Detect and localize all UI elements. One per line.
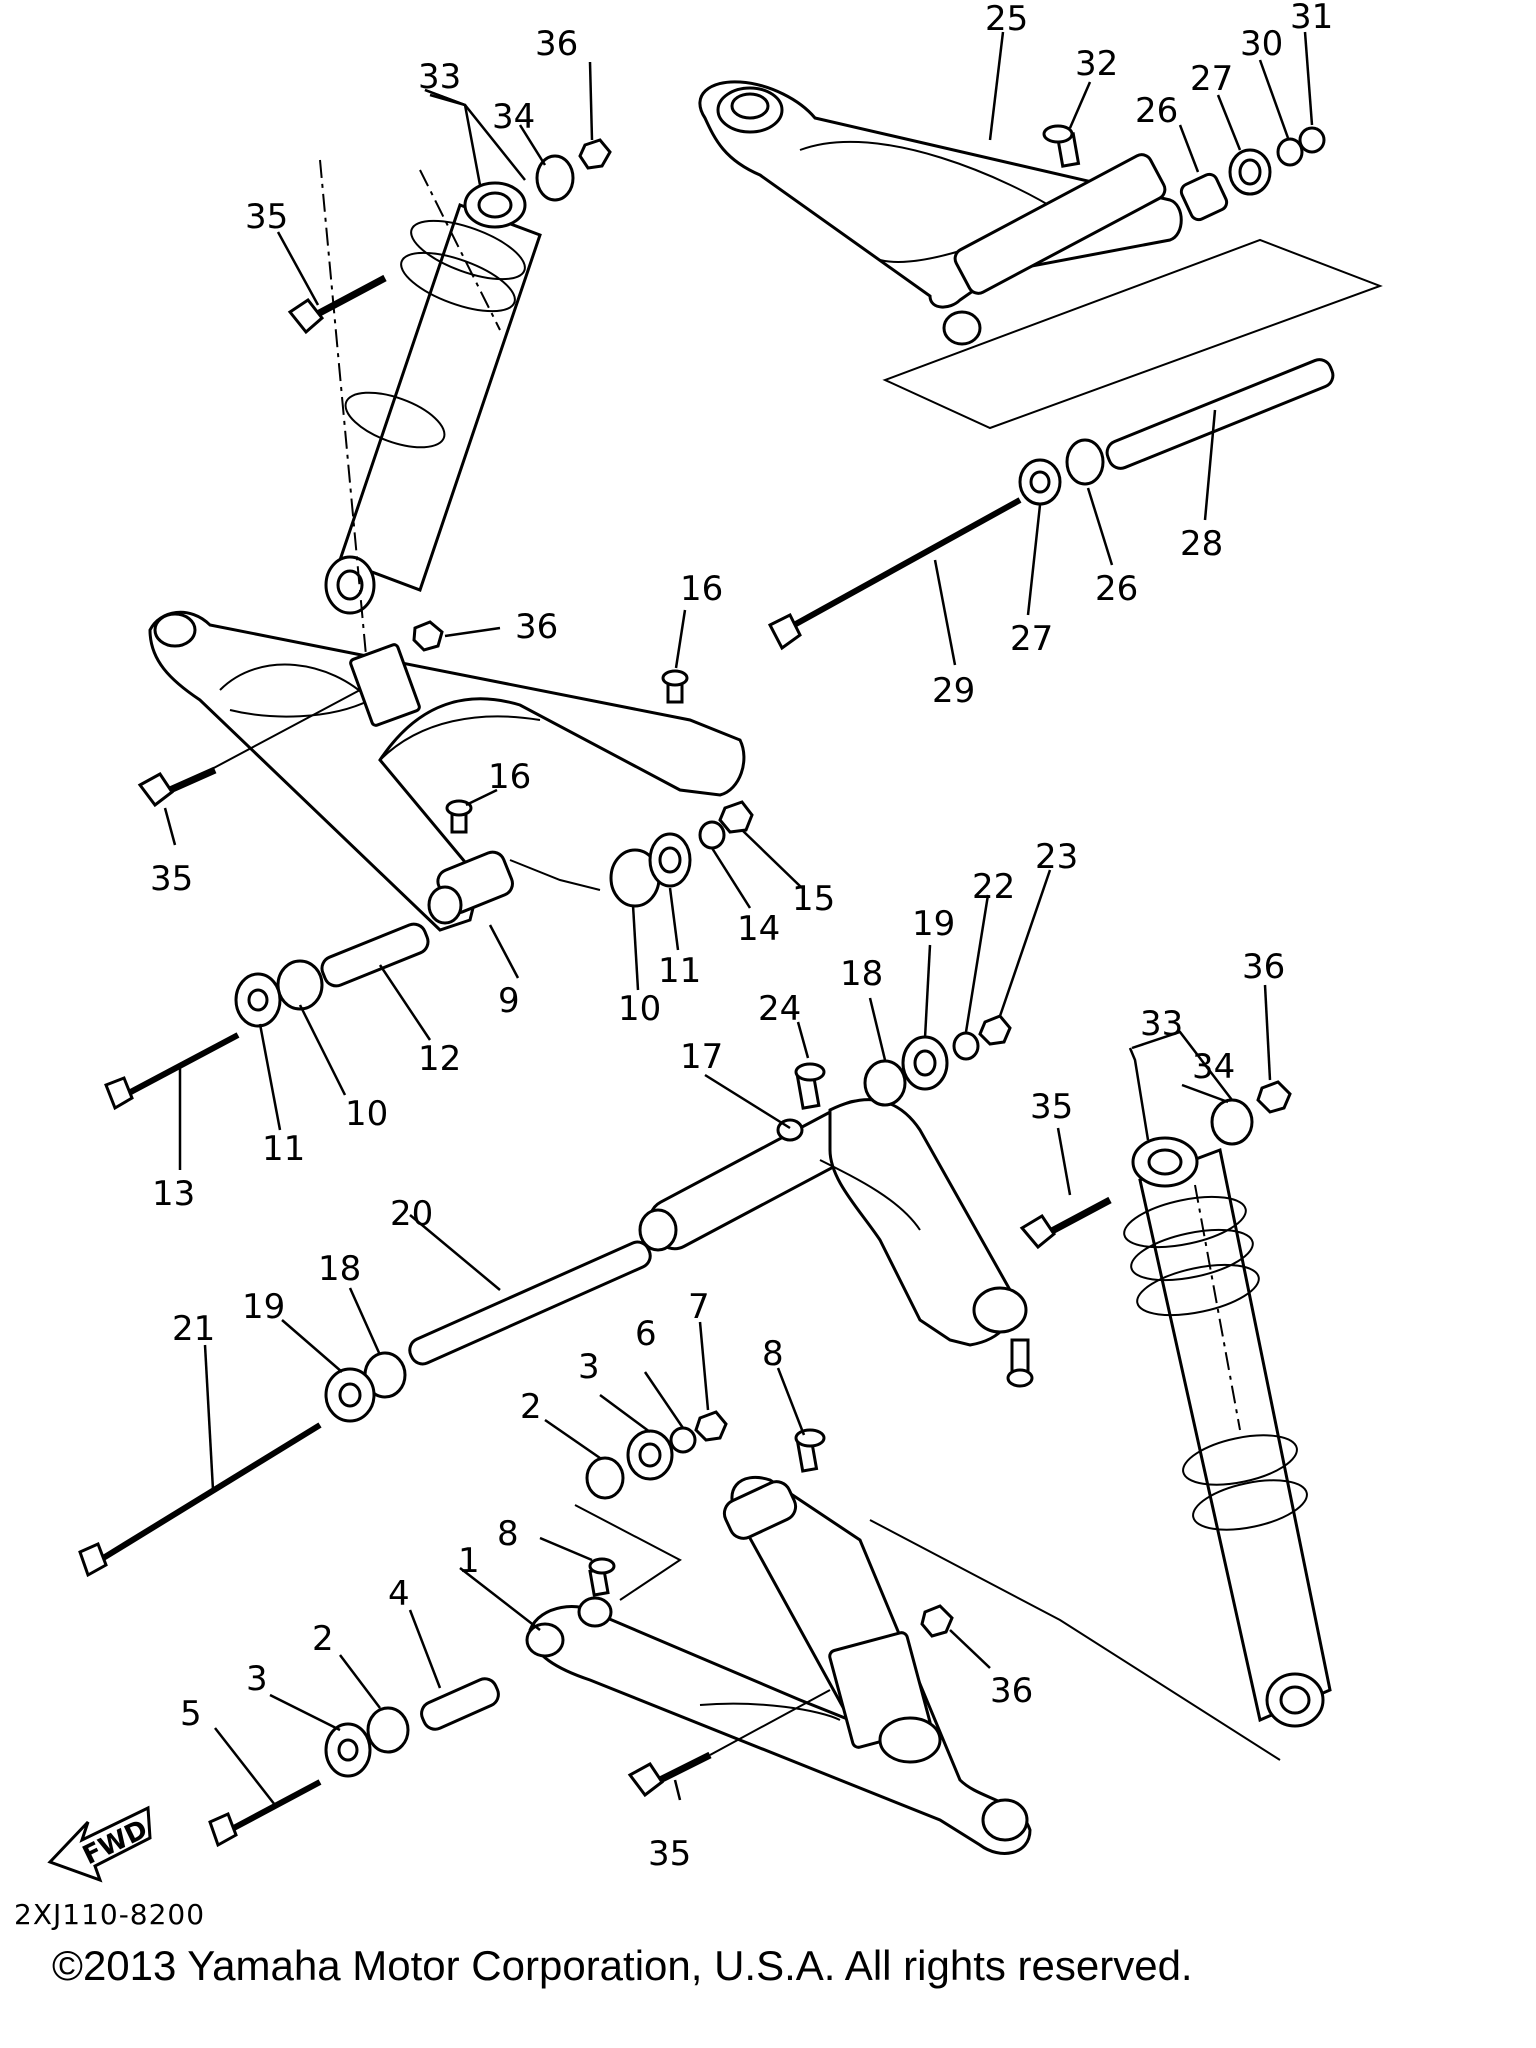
callout-25: 25 xyxy=(985,0,1028,39)
callout-14: 14 xyxy=(737,909,780,949)
callout-4: 4 xyxy=(388,1574,410,1614)
callout-34a: 34 xyxy=(492,97,535,137)
callout-22: 22 xyxy=(972,867,1015,907)
callout-27a: 27 xyxy=(1190,59,1233,99)
callout-35c: 35 xyxy=(1030,1087,1073,1127)
forward-direction-arrow: FWD xyxy=(47,1805,152,1883)
callout-19b: 19 xyxy=(242,1287,285,1327)
upper-a-arm-left xyxy=(137,610,746,932)
callout-10a: 10 xyxy=(618,989,661,1029)
callout-17: 17 xyxy=(680,1037,723,1077)
callout-16a: 16 xyxy=(680,569,723,609)
callout-27b: 27 xyxy=(1010,619,1053,659)
callout-20: 20 xyxy=(390,1194,433,1234)
lower-a-arm-middle xyxy=(78,1014,1034,1578)
callout-6: 6 xyxy=(635,1314,657,1354)
callout-26b: 26 xyxy=(1095,569,1138,609)
upper-arm-right xyxy=(698,80,1383,430)
callout-7: 7 xyxy=(688,1287,710,1327)
callout-1: 1 xyxy=(458,1541,480,1581)
callout-11b: 11 xyxy=(262,1129,305,1169)
callout-36d: 36 xyxy=(990,1671,1033,1711)
upper-arm-left-hardware xyxy=(104,800,754,1111)
lower-a-arm-bottom xyxy=(208,1410,1281,1855)
copyright-notice: ©2013 Yamaha Motor Corporation, U.S.A. A… xyxy=(52,1942,1193,1989)
callout-18a: 18 xyxy=(840,954,883,994)
callout-8b: 8 xyxy=(497,1514,519,1554)
callout-5: 5 xyxy=(180,1694,202,1734)
callout-33b: 33 xyxy=(1140,1004,1183,1044)
callout-33a: 33 xyxy=(418,57,461,97)
callout-26a: 26 xyxy=(1135,91,1178,131)
callout-10b: 10 xyxy=(345,1094,388,1134)
callout-36c: 36 xyxy=(1242,947,1285,987)
callout-32: 32 xyxy=(1075,44,1118,84)
callout-12: 12 xyxy=(418,1039,461,1079)
diagram-code: 2XJ110-8200 xyxy=(14,1898,206,1931)
callout-29: 29 xyxy=(932,671,975,711)
callout-11a: 11 xyxy=(658,951,701,991)
callout-16b: 16 xyxy=(488,757,531,797)
callout-35a: 35 xyxy=(245,197,288,237)
callout-3a: 3 xyxy=(578,1347,600,1387)
leader-lines xyxy=(163,31,1314,1806)
callout-2a: 2 xyxy=(520,1387,542,1427)
callout-8a: 8 xyxy=(762,1334,784,1374)
callout-30: 30 xyxy=(1240,24,1283,64)
callout-34b: 34 xyxy=(1192,1047,1235,1087)
callout-9: 9 xyxy=(498,981,520,1021)
callout-28: 28 xyxy=(1180,524,1223,564)
callout-35b: 35 xyxy=(150,859,193,899)
shock-absorber-right xyxy=(1019,1080,1332,1728)
callout-13: 13 xyxy=(152,1174,195,1214)
callout-24: 24 xyxy=(758,989,801,1029)
callout-2b: 2 xyxy=(312,1619,334,1659)
callout-35d: 35 xyxy=(648,1834,691,1874)
callout-15: 15 xyxy=(792,879,835,919)
upper-arm-right-hardware xyxy=(767,124,1335,651)
callout-36a: 36 xyxy=(535,24,578,64)
shock-absorber-left xyxy=(287,138,612,721)
callout-19a: 19 xyxy=(912,904,955,944)
callout-labels: 1 2 2 3 3 4 5 6 7 8 8 9 10 10 11 11 12 1… xyxy=(150,0,1333,1874)
callout-18b: 18 xyxy=(318,1249,361,1289)
callout-36b: 36 xyxy=(515,607,558,647)
callout-23: 23 xyxy=(1035,837,1078,877)
callout-21: 21 xyxy=(172,1309,215,1349)
callout-31: 31 xyxy=(1290,0,1333,37)
callout-3b: 3 xyxy=(246,1659,268,1699)
